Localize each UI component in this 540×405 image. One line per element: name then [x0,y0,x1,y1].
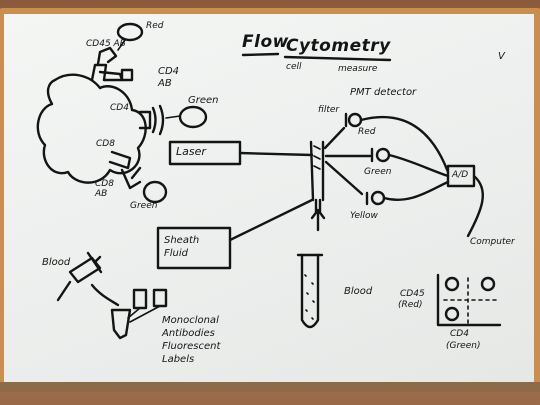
wire-red [359,115,450,174]
scatter-yellow [324,160,364,196]
label-cd8-ab: CD8 AB [95,179,114,199]
detector-yellow-label: Yellow [350,211,378,221]
syringe-barrel [68,256,102,284]
red-label-circle [116,22,144,42]
computer-wire [466,174,484,238]
detector-green-label: Green [364,167,392,177]
label-cd8: CD8 [96,139,115,149]
title-underline-cytometry [283,55,392,62]
cd4-antibody-arc2 [158,104,165,136]
filter-label: filter [318,105,340,115]
reagent-line-1: Monoclonal [162,315,219,326]
sheath-fluid-line [228,198,314,242]
laser-label: Laser [176,145,206,158]
green-label-circle-top [178,105,208,129]
title-cell: cell [286,62,302,72]
cd4-link [165,115,181,119]
blood-tube [300,253,320,329]
syringe-arrow [90,283,120,307]
title-measure: measure [338,64,378,74]
cd4-antibody-arc1 [151,106,157,134]
cd8-antibody [120,168,142,190]
detector-green [375,147,391,163]
cd4-antibody-top [120,68,134,82]
detector-red-label: Red [358,127,376,137]
ad-label: A/D [452,170,469,180]
computer-label: Computer [470,237,515,247]
cd45-link [117,39,126,51]
label-cd4: CD4 [110,103,129,113]
detector-red [347,112,363,128]
label-green-top: Green [188,95,219,106]
label-cd4-ab: CD4 AB [158,66,180,89]
blood-tube-label: Blood [344,286,373,297]
cd8-antibody-arm [130,166,142,180]
syringe-needle [56,280,72,302]
flow-cell-left [309,140,315,202]
reagent-line-4: Labels [162,354,195,365]
wire-yellow [382,180,450,201]
cd8-receptor [108,150,132,170]
plot-population-1 [444,276,460,292]
vial-1 [132,288,148,310]
flow-cell-stem [314,198,322,214]
wire-green [387,153,450,178]
label-green-bottom: Green [130,201,158,211]
vial-arrows [127,305,161,323]
title-underline-flow [241,52,280,57]
plot-x-label-1: CD4 [450,329,469,339]
sheath-fluid-label: Sheath Fluid [164,235,200,259]
pmt-detector-label: PMT detector [350,87,417,98]
title-flow: Flow [242,32,289,52]
corner-mark: V [498,51,505,62]
reagent-line-2: Antibodies [162,328,215,339]
label-red-top: Red [146,21,164,31]
plot-population-2 [480,276,496,292]
cd4-receptor [138,110,152,130]
scatter-red [323,126,346,150]
cell-outline [36,73,147,184]
cd45-antibody [96,46,118,66]
title-cytometry: Cytometry [286,36,391,56]
plot-y-label-1: CD45 [400,289,425,299]
detector-yellow [370,190,386,206]
plot-y-label-2: (Red) [398,300,423,310]
sheath-fluid-box [156,226,232,270]
syringe-plunger [86,251,103,274]
label-cd45-ab: CD45 AB [86,39,126,49]
vial-2 [152,288,168,308]
whiteboard-tray [0,382,540,392]
plot-axes [436,273,502,327]
reagent-line-3: Fluorescent [162,341,221,352]
flow-arrow-up [310,208,326,232]
blood-label: Blood [42,257,71,268]
sample-tube [110,308,132,340]
laser-beam [238,151,314,157]
plot-x-label-2: (Green) [446,341,481,351]
flow-cell-particles [313,145,321,170]
plot-population-3 [444,306,460,322]
blood-tube-cells [304,274,315,320]
green-label-circle-bottom [142,180,168,204]
